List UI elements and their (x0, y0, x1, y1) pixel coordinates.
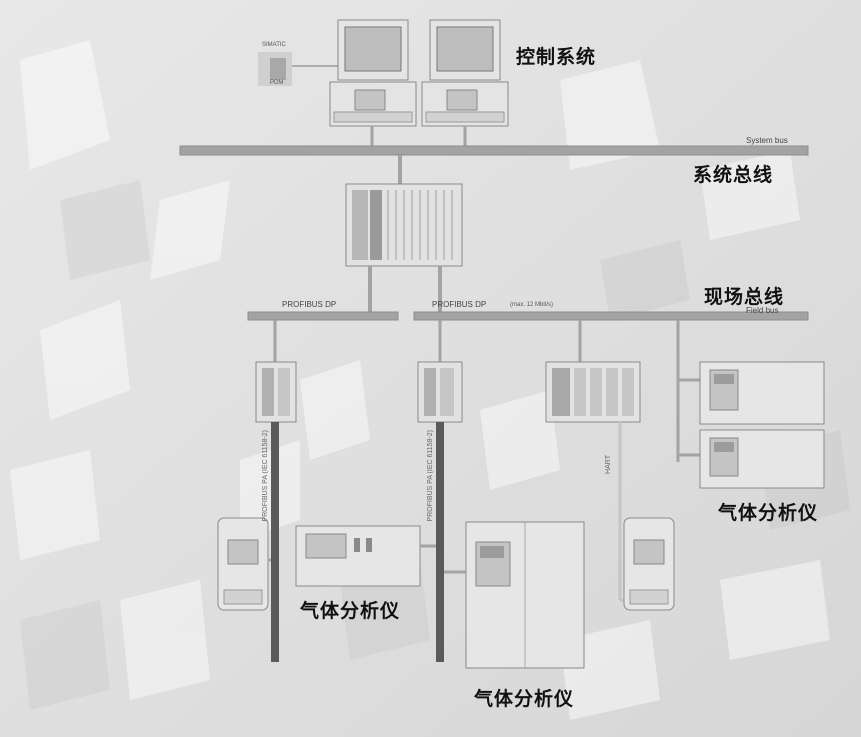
rack-analyzer-left (295, 525, 421, 587)
simatic-label: SIMATIC (262, 42, 286, 48)
field-analyzer-hart (623, 517, 675, 611)
control-system-label: 控制系统 (516, 46, 597, 68)
cabinet-analyzer (465, 521, 585, 669)
simatic-pdm-icon (258, 52, 340, 86)
gas-analyzer-right-label: 气体分析仪 (718, 502, 819, 524)
profibus-dp-left-bus (247, 311, 399, 321)
system-bus-en-label: System bus (746, 136, 788, 145)
profibus-pa-right-cable (436, 422, 444, 662)
system-bus-label: 系统总线 (693, 164, 774, 186)
workstation-1 (329, 19, 417, 127)
profibus-pa-right-label: PROFIBUS PA (IEC 61158-2) (427, 430, 434, 522)
remote-io-station (545, 361, 641, 423)
profibus-dp-rate-label: (max. 12 Mbit/s) (510, 302, 554, 308)
gas-analyzer-rack-bottom (699, 429, 825, 489)
profibus-dp-right-label: PROFIBUS DP (432, 300, 487, 309)
field-bus-en-label: Field bus (746, 306, 779, 315)
profibus-dp-right-bus (413, 311, 809, 321)
gas-analyzer-bottom-label: 气体分析仪 (474, 688, 575, 710)
profibus-pa-left-cable (271, 422, 279, 662)
gas-analyzer-rack-top (699, 361, 825, 425)
profibus-pa-left-label: PROFIBUS PA (IEC 61158-2) (262, 430, 269, 522)
profibus-dp-left-label: PROFIBUS DP (282, 300, 337, 309)
gas-analyzer-left-label: 气体分析仪 (300, 600, 401, 622)
automation-system (345, 183, 463, 267)
system-bus (179, 145, 809, 156)
dp-pa-coupler-right (417, 361, 463, 423)
field-bus-label: 现场总线 (704, 286, 785, 308)
field-analyzer-left (217, 517, 269, 611)
pdm-label: PDM (270, 80, 284, 86)
dp-pa-coupler-left (255, 361, 297, 423)
workstation-2 (421, 19, 509, 127)
hart-label: HART (605, 455, 612, 474)
background-texture (10, 40, 830, 720)
